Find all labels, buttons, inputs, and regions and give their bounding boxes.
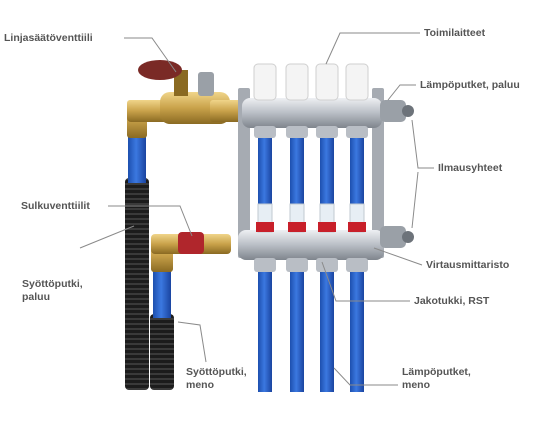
- leader-lines: [79, 32, 434, 386]
- manifold-lower-bar: [238, 230, 384, 260]
- label-heating-pipes-flow: Lämpöputket, meno: [402, 366, 471, 391]
- air-vent-fittings: [380, 100, 414, 248]
- supply-flow-conduit: [150, 314, 174, 390]
- manifold-upper-bar: [242, 98, 382, 128]
- label-air-vents: Ilmausyhteet: [438, 162, 503, 174]
- label-supply-pipe-flow: Syöttöputki, meno: [186, 366, 247, 391]
- bracket-right: [372, 88, 384, 258]
- label-supply-pipe-return: Syöttöputki, paluu: [22, 278, 83, 303]
- shutoff-valve-lever: [178, 232, 204, 254]
- label-shutoff-valves: Sulkuventtiilit: [21, 200, 90, 212]
- label-flow-meters: Virtausmittaristo: [426, 259, 510, 271]
- label-heating-pipes-return: Lämpöputket, paluu: [420, 79, 520, 91]
- pipe-fittings: [254, 126, 368, 272]
- actuator-heads: [253, 63, 369, 101]
- supply-return-pipe: [128, 135, 146, 183]
- label-balancing-valve: Linjasäätöventtiili: [4, 32, 93, 44]
- supply-flow-pipe: [153, 268, 171, 318]
- measuring-nipple: [198, 72, 214, 96]
- balancing-valve-handle: [138, 60, 182, 80]
- flow-meters: [256, 203, 366, 233]
- label-manifold: Jakotukki, RST: [414, 295, 490, 307]
- supply-return-conduit: [125, 178, 149, 390]
- label-actuators: Toimilaitteet: [424, 27, 486, 39]
- bracket-left: [238, 88, 250, 258]
- balancing-valve-stem: [174, 70, 188, 96]
